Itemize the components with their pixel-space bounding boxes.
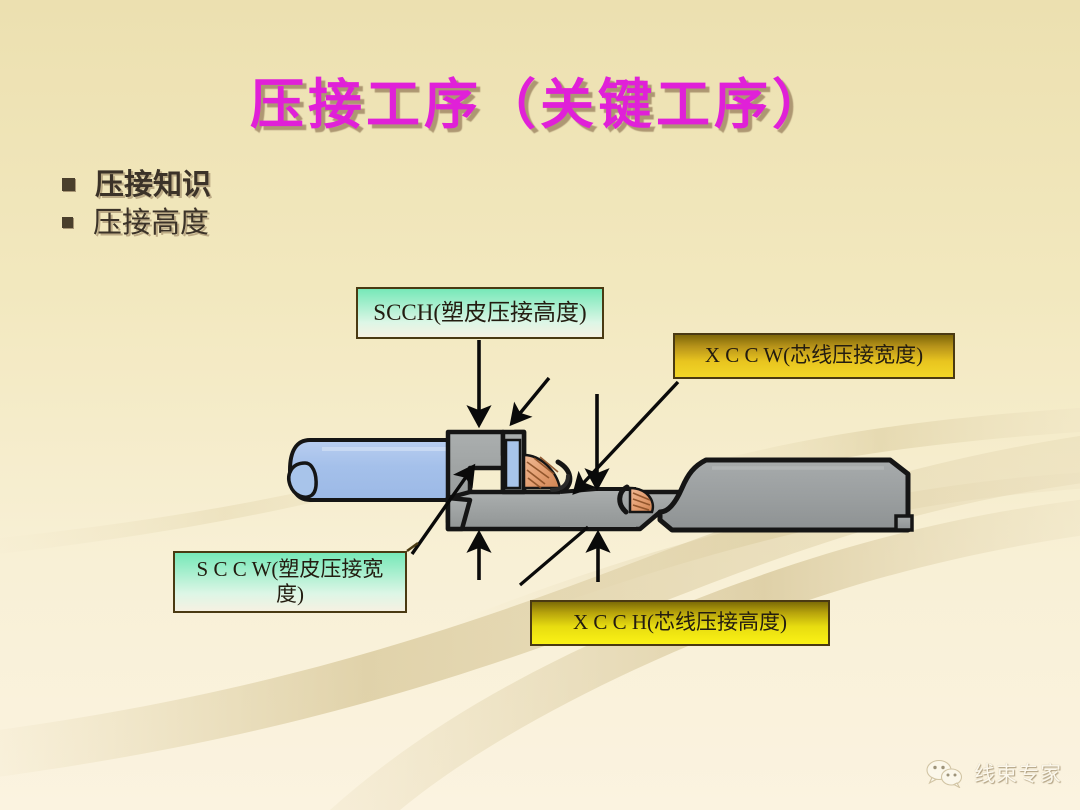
callout-scch: SCCH(塑皮压接高度) bbox=[356, 287, 604, 339]
bullet-item-crimp-height: 压接高度 bbox=[62, 205, 211, 240]
leader-xccw bbox=[572, 380, 680, 495]
wire-insulation-part bbox=[287, 438, 472, 502]
callout-xccw: X C C W(芯线压接宽度) bbox=[673, 333, 955, 379]
bullet-label: 压接知识 bbox=[95, 167, 212, 201]
watermark: 线束专家 bbox=[925, 758, 1062, 788]
wechat-icon bbox=[926, 759, 963, 788]
watermark-text: 线束专家 bbox=[974, 762, 1062, 786]
leader-xcch bbox=[466, 525, 611, 587]
square-bullet-icon bbox=[62, 177, 75, 191]
leader-sccw bbox=[410, 463, 476, 555]
callout-sccw: S C C W(塑皮压接宽度) bbox=[173, 551, 407, 613]
leader-sccw-stub bbox=[406, 542, 419, 552]
bullet-list: 压接知识 压接高度 bbox=[62, 168, 211, 245]
leader-scch-wing bbox=[509, 376, 551, 427]
square-bullet-icon bbox=[62, 217, 73, 229]
wire-crimp-curl-part bbox=[617, 484, 655, 515]
terminal-body-part bbox=[445, 429, 703, 532]
bullet-item-crimp-knowledge: 压接知识 bbox=[62, 168, 211, 200]
callout-xcch: X C C H(芯线压接高度) bbox=[530, 600, 830, 646]
bullet-label: 压接高度 bbox=[93, 205, 210, 240]
page-title: 压接工序（关键工序） bbox=[250, 72, 830, 136]
connector-barrel-part bbox=[657, 457, 914, 533]
